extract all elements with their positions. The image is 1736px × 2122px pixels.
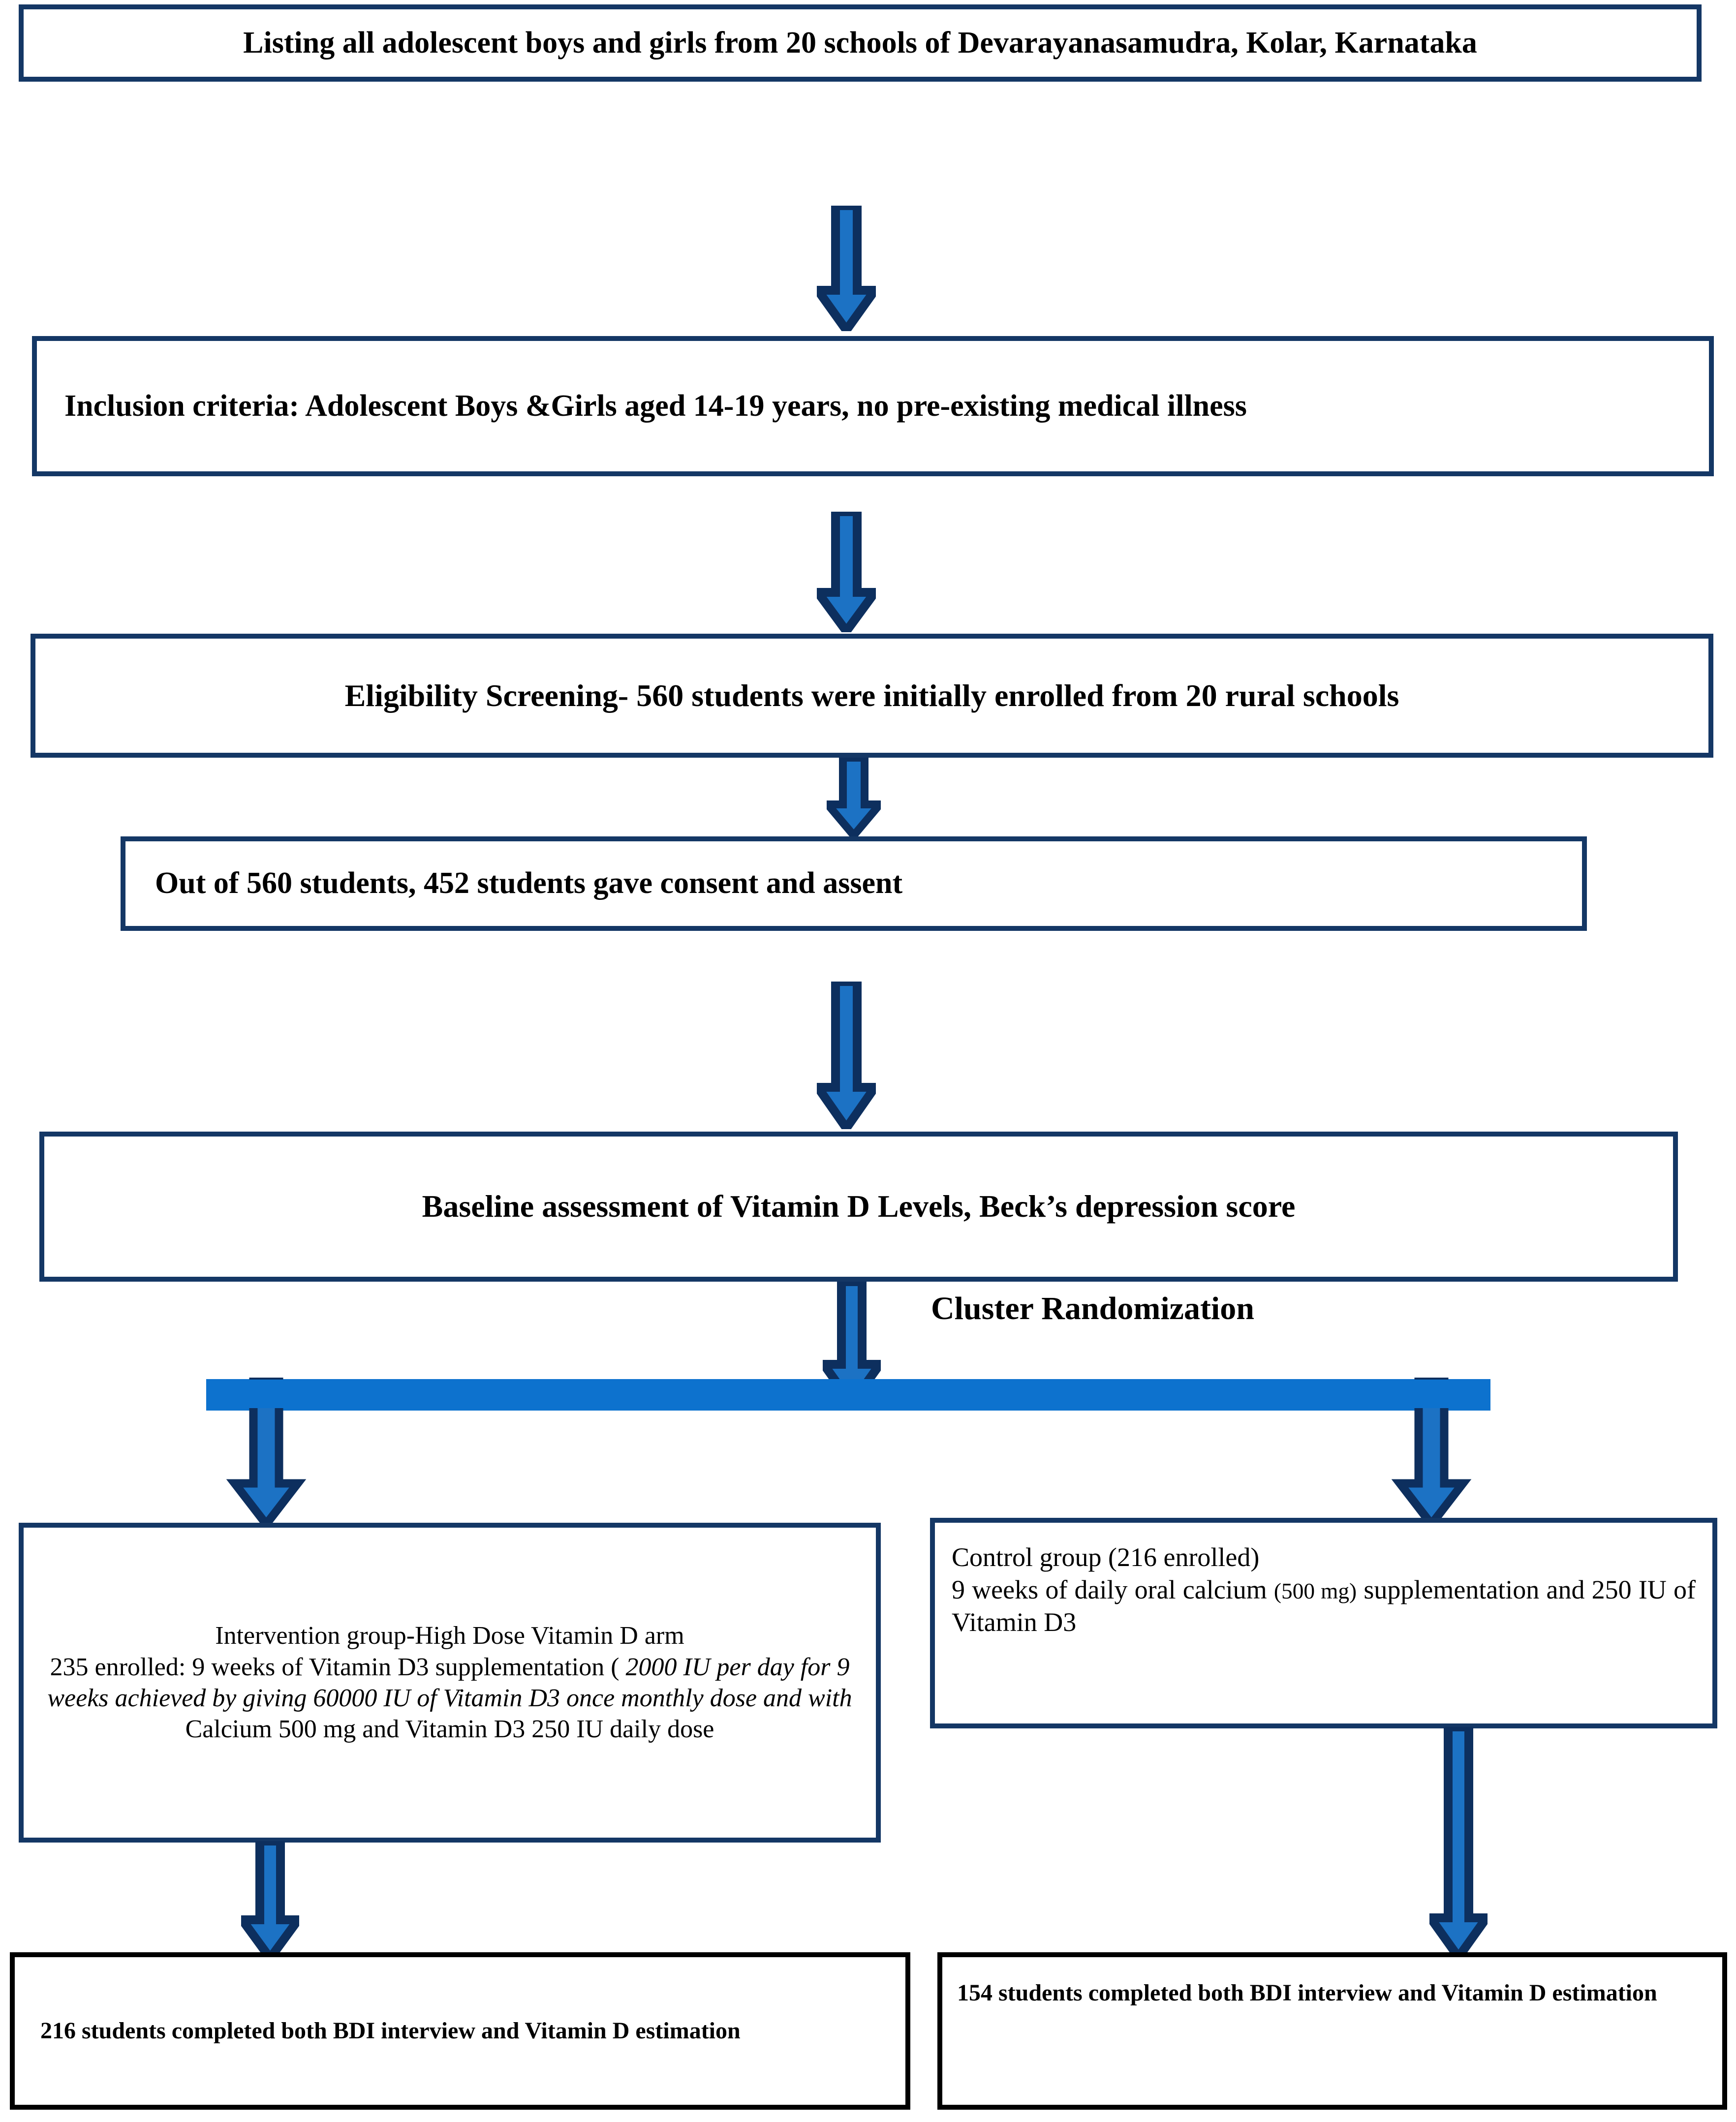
cluster-randomization-label: Cluster Randomization — [931, 1290, 1254, 1327]
node-intervention-line-1: Intervention group-High Dose Vitamin D a… — [215, 1622, 684, 1650]
down-arrow-icon — [817, 206, 876, 331]
node-listing-inner: Listing all adolescent boys and girls fr… — [24, 25, 1697, 62]
node-listing: Listing all adolescent boys and girls fr… — [19, 4, 1702, 82]
node-control-line-1: Control group (216 enrolled) — [952, 1542, 1260, 1572]
node-baseline-text: Baseline assessment of Vitamin D Levels,… — [422, 1189, 1296, 1224]
node-intervention-completed: 216 students completed both BDI intervie… — [10, 1952, 910, 2110]
down-arrow-icon — [817, 512, 876, 632]
node-intervention-line-4: Calcium 500 mg and Vitamin D3 250 IU dai… — [185, 1715, 714, 1744]
arrow-consent-to-baseline — [817, 982, 876, 1129]
node-intervention-body: 235 enrolled: 9 weeks of Vitamin D3 supp… — [40, 1652, 859, 1745]
node-control-line-2-a: 9 weeks of daily oral calcium — [952, 1574, 1274, 1604]
node-eligibility-text: Eligibility Screening- 560 students were… — [344, 677, 1399, 713]
split-connector — [204, 1378, 1493, 1530]
node-control-inner: Control group (216 enrolled) 9 weeks of … — [935, 1523, 1712, 1639]
node-control-completed-text: 154 students completed both BDI intervie… — [957, 1980, 1657, 2006]
node-control-line-2: 9 weeks of daily oral calcium (500 mg) s… — [952, 1574, 1696, 1639]
cluster-randomization-text: Cluster Randomization — [931, 1291, 1254, 1326]
node-consent: Out of 560 students, 452 students gave c… — [121, 836, 1587, 931]
node-baseline: Baseline assessment of Vitamin D Levels,… — [39, 1132, 1678, 1282]
node-consent-inner: Out of 560 students, 452 students gave c… — [125, 865, 1582, 902]
node-control-line-2-c: supplementation and 250 IU of Vitamin D3 — [952, 1574, 1696, 1637]
node-control: Control group (216 enrolled) 9 weeks of … — [930, 1518, 1717, 1728]
node-inclusion-text: Inclusion criteria: Adolescent Boys &Gir… — [64, 389, 1247, 423]
node-inclusion: Inclusion criteria: Adolescent Boys &Gir… — [32, 336, 1714, 476]
node-intervention-completed-text: 216 students completed both BDI intervie… — [40, 2017, 741, 2044]
down-arrow-icon — [241, 1841, 299, 1959]
arrow-intervention-to-completed — [241, 1841, 299, 1959]
node-intervention-inner: Intervention group-High Dose Vitamin D a… — [24, 1620, 876, 1745]
node-intervention-completed-inner: 216 students completed both BDI intervie… — [15, 2017, 905, 2046]
node-control-dose: (500 mg) — [1273, 1578, 1357, 1603]
node-baseline-inner: Baseline assessment of Vitamin D Levels,… — [44, 1187, 1673, 1226]
node-intervention-line-2: 235 enrolled: 9 weeks of Vitamin D3 supp… — [50, 1653, 626, 1681]
arrow-control-to-completed — [1429, 1727, 1488, 1958]
arrow-inclusion-to-eligibility — [817, 512, 876, 632]
node-eligibility: Eligibility Screening- 560 students were… — [31, 634, 1713, 758]
node-consent-text: Out of 560 students, 452 students gave c… — [155, 866, 903, 900]
down-arrow-icon — [827, 758, 881, 836]
node-control-completed-inner: 154 students completed both BDI intervie… — [942, 1957, 1722, 2008]
node-listing-text: Listing all adolescent boys and girls fr… — [243, 26, 1477, 60]
node-inclusion-inner: Inclusion criteria: Adolescent Boys &Gir… — [37, 388, 1709, 425]
node-intervention: Intervention group-High Dose Vitamin D a… — [19, 1523, 881, 1843]
arrow-eligibility-to-consent — [827, 758, 881, 836]
node-eligibility-inner: Eligibility Screening- 560 students were… — [35, 677, 1708, 715]
branch-connector-icon — [206, 1378, 1490, 1530]
arrow-listing-to-inclusion — [817, 206, 876, 331]
node-control-completed: 154 students completed both BDI intervie… — [937, 1952, 1727, 2110]
down-arrow-icon — [1429, 1727, 1488, 1958]
node-intervention-line-3-italic: 2000 IU per day for 9 weeks achieved by … — [47, 1653, 852, 1712]
down-arrow-icon — [817, 982, 876, 1129]
